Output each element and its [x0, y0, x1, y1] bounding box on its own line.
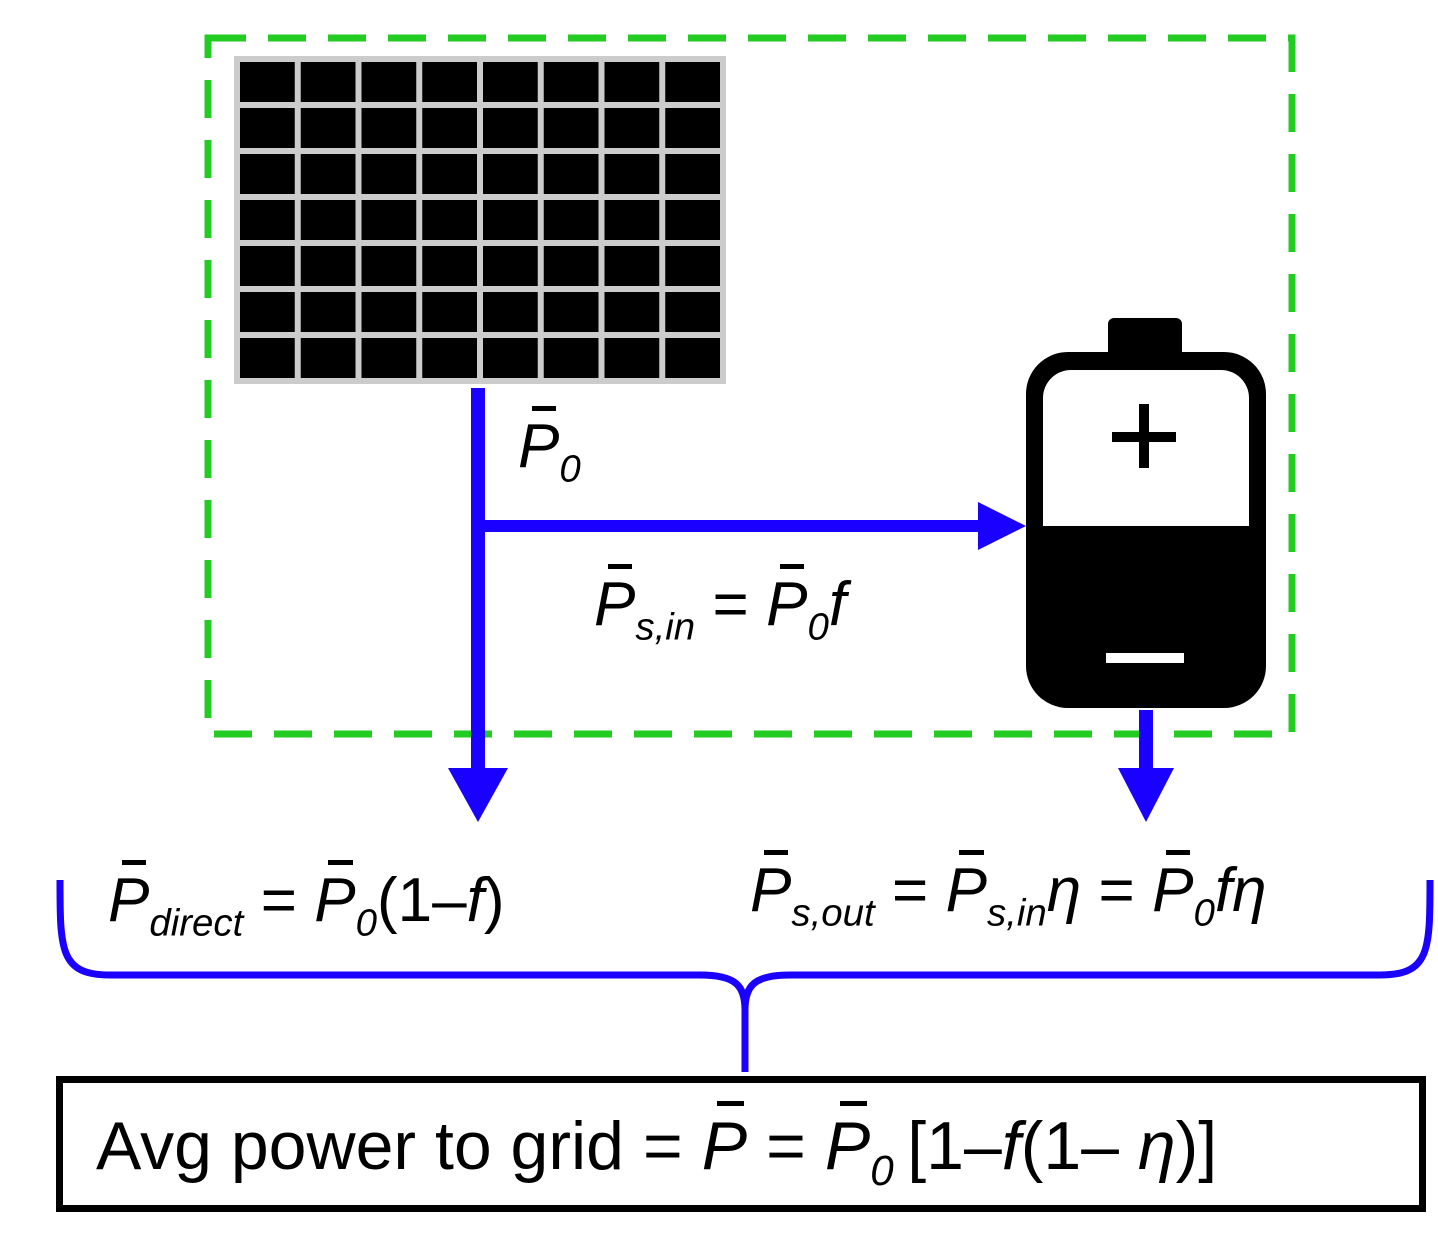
panel-cell: [665, 62, 720, 102]
panel-cell: [543, 154, 599, 194]
panel-cell: [361, 62, 417, 102]
panel-cell: [361, 108, 417, 148]
panel-cell: [483, 200, 538, 240]
panel-cell: [543, 338, 599, 378]
solar-panel-icon: [234, 56, 726, 384]
panel-cell: [300, 246, 356, 286]
panel-cell: [665, 338, 720, 378]
panel-cell: [665, 200, 720, 240]
panel-cell: [483, 62, 538, 102]
panel-cell: [422, 338, 477, 378]
direct-arrowhead: [448, 768, 508, 822]
panel-cell: [604, 246, 660, 286]
panel-cell: [665, 154, 720, 194]
minus-sign: [1106, 653, 1184, 663]
panel-cell: [604, 292, 660, 332]
panel-cell: [483, 338, 538, 378]
panel-cell: [483, 108, 538, 148]
panel-cell: [361, 200, 417, 240]
panel-cell: [604, 338, 660, 378]
panel-cell: [361, 154, 417, 194]
panel-cell: [240, 154, 295, 194]
grid-power-box: [56, 1076, 1426, 1212]
panel-cell: [665, 246, 720, 286]
panel-cell: [240, 246, 295, 286]
panel-cell: [361, 292, 417, 332]
panel-cell: [483, 292, 538, 332]
storage-output-arrowhead: [1118, 768, 1174, 822]
panel-cell: [240, 200, 295, 240]
direct-power-label: Pdirect=P0(1–f): [108, 860, 505, 945]
panel-cell: [240, 292, 295, 332]
panel-cell: [422, 154, 477, 194]
panel-cell: [543, 62, 599, 102]
panel-power-label: P0: [518, 406, 581, 491]
panel-cell: [422, 200, 477, 240]
panel-cell: [604, 154, 660, 194]
panel-cell: [604, 62, 660, 102]
panel-cell: [483, 246, 538, 286]
grid-power-formula: Avg power to grid=P=P0[1–f(1– η)]: [96, 1101, 1218, 1195]
panel-cell: [240, 338, 295, 378]
summing-brace: [56, 879, 1434, 1072]
panel-cell: [240, 108, 295, 148]
panel-cell: [665, 108, 720, 148]
panel-cell: [422, 108, 477, 148]
panel-cell: [543, 108, 599, 148]
p-bar-symbol: P: [518, 406, 560, 481]
storage-output-label: Ps,out=Ps,inη=P0fη: [750, 850, 1267, 935]
panel-cell: [300, 154, 356, 194]
battery-icon: [1026, 318, 1266, 708]
panel-cell: [300, 292, 356, 332]
panel-cell: [543, 246, 599, 286]
panel-cell: [543, 292, 599, 332]
panel-cell: [604, 108, 660, 148]
panel-cell: [665, 292, 720, 332]
storage-input-label: Ps,in=P0f: [594, 564, 847, 649]
panel-cell: [361, 338, 417, 378]
panel-cell: [300, 62, 356, 102]
system-boundary: [204, 34, 1296, 738]
panel-cell: [361, 246, 417, 286]
panel-cell: [604, 200, 660, 240]
panel-cell: [300, 338, 356, 378]
panel-cell: [300, 108, 356, 148]
panel-cell: [483, 154, 538, 194]
panel-cell: [543, 200, 599, 240]
panel-cell: [422, 246, 477, 286]
panel-cell: [240, 62, 295, 102]
panel-cell: [422, 62, 477, 102]
panel-cell: [422, 292, 477, 332]
storage-input-arrowhead: [978, 502, 1026, 550]
panel-cell: [300, 200, 356, 240]
